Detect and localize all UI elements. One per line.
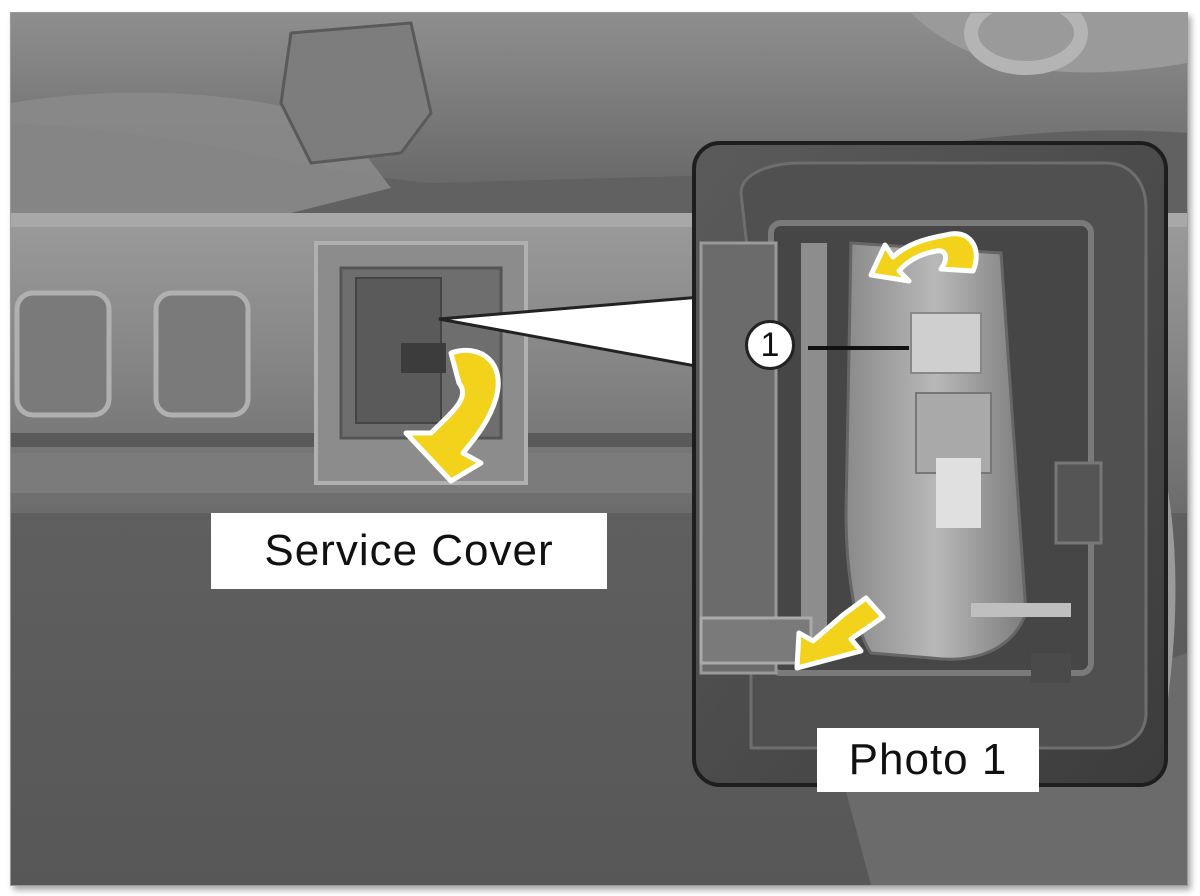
service-cover-arrow <box>403 347 501 484</box>
clip-rail-lower <box>971 603 1071 617</box>
illustration-frame: Service Cover Photo 1 1 <box>10 12 1188 886</box>
rail-slot-middle <box>153 290 251 418</box>
vehicle-interior-illustration <box>11 13 1187 885</box>
service-cover-label: Service Cover <box>211 513 607 589</box>
inset-left-strip <box>699 241 778 675</box>
rail-slot-left <box>14 290 112 418</box>
service-cover-tab <box>401 343 446 373</box>
clip-window-top <box>910 312 982 374</box>
inset-lower-plug <box>1031 653 1071 683</box>
callout-number-badge: 1 <box>745 320 795 370</box>
inset-arrow-bottom <box>794 595 886 671</box>
clip-window-low <box>936 458 981 528</box>
upper-bracket <box>279 21 433 165</box>
inset-left-bar <box>801 243 827 653</box>
inset-lower-rail <box>699 616 813 665</box>
upper-right-curve <box>911 13 1187 73</box>
clip-tab-right <box>1054 461 1103 545</box>
photo-label: Photo 1 <box>817 728 1039 792</box>
inset-arrow-top <box>868 231 979 284</box>
upper-right-ring <box>964 13 1088 75</box>
